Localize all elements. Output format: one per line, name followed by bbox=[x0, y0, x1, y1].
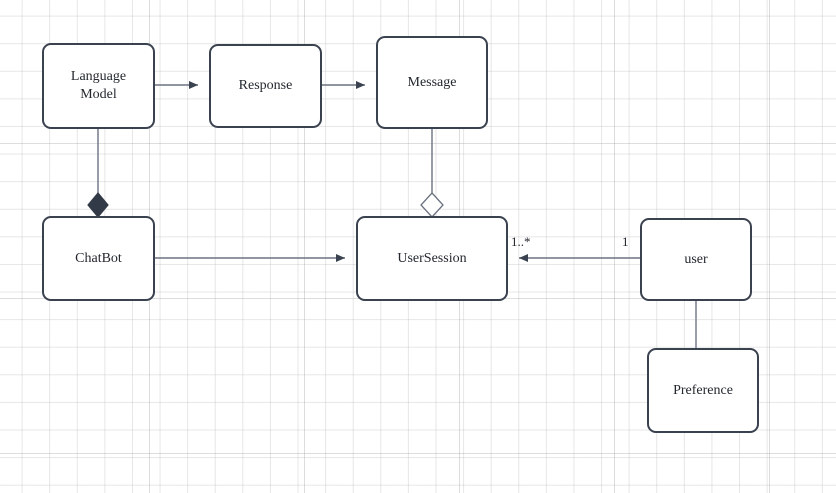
hollow-aggregation-diamond bbox=[420, 192, 444, 218]
node-message[interactable]: Message bbox=[376, 36, 488, 129]
node-label-chatbot: ChatBot bbox=[75, 250, 122, 266]
node-label-user: user bbox=[684, 251, 708, 267]
edge-language-model-to-chatbot bbox=[87, 129, 109, 218]
node-label-user-session: UserSession bbox=[397, 250, 467, 266]
node-label-line1: Language bbox=[70, 69, 127, 85]
multiplicity-label-usersession: 1..* bbox=[511, 234, 531, 249]
node-language-model[interactable]: Language Model bbox=[42, 43, 155, 129]
node-label-line2: Model bbox=[80, 87, 117, 102]
multiplicity-label-user: 1 bbox=[622, 234, 629, 249]
node-response[interactable]: Response bbox=[209, 44, 322, 128]
filled-composition-diamond bbox=[87, 192, 109, 218]
node-label-preference: Preference bbox=[673, 382, 733, 398]
edge-message-to-usersession bbox=[420, 129, 444, 218]
node-label-message: Message bbox=[407, 74, 457, 90]
node-chatbot[interactable]: ChatBot bbox=[42, 216, 155, 301]
node-label-response: Response bbox=[238, 78, 293, 94]
node-user-session[interactable]: UserSession bbox=[356, 216, 508, 301]
node-preference[interactable]: Preference bbox=[647, 348, 759, 433]
node-label-language-model: Language Model bbox=[71, 68, 126, 104]
node-user[interactable]: user bbox=[640, 218, 752, 301]
